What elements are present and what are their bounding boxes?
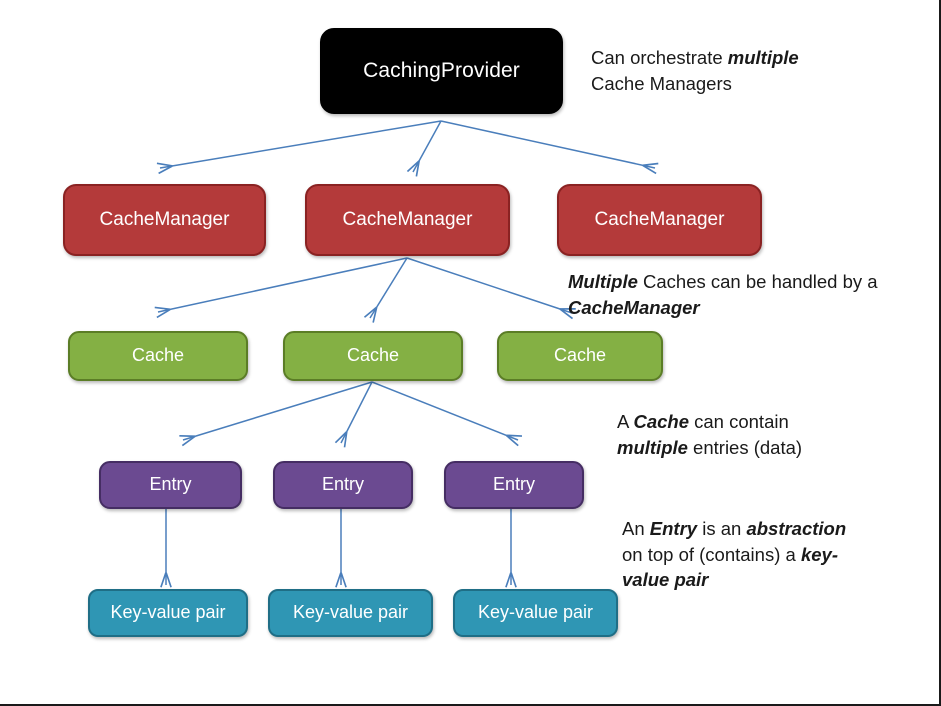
node-cache-2[interactable]: Cache: [283, 331, 463, 381]
node-keyvalue-pair-1-label: Key-value pair: [110, 602, 226, 623]
node-cache-1-label: Cache: [131, 345, 185, 366]
arrow-manager-to-cache-3: [406, 257, 572, 313]
node-caching-provider-label: CachingProvider: [363, 59, 520, 83]
node-cache-manager-3-label: CacheManager: [594, 208, 725, 230]
node-caching-provider[interactable]: CachingProvider: [320, 28, 563, 114]
arrow-manager-to-cache-1: [158, 257, 408, 312]
node-cache-manager-2[interactable]: CacheManager: [305, 184, 510, 256]
arrow-cache-to-entry-3: [371, 381, 518, 440]
node-entry-2-label: Entry: [321, 474, 364, 495]
node-cache-manager-2-label: CacheManager: [342, 208, 473, 230]
node-entry-3-label: Entry: [492, 474, 535, 495]
node-cache-2-label: Cache: [346, 345, 400, 366]
node-entry-3[interactable]: Entry: [444, 461, 584, 509]
node-keyvalue-pair-1[interactable]: Key-value pair: [88, 589, 248, 637]
node-keyvalue-pair-2-label: Key-value pair: [292, 602, 409, 623]
arrow-provider-to-manager-3: [440, 120, 655, 168]
node-keyvalue-pair-2[interactable]: Key-value pair: [268, 589, 433, 637]
node-entry-1-label: Entry: [149, 474, 192, 495]
node-cache-1[interactable]: Cache: [68, 331, 248, 381]
arrow-cache-to-entry-2: [341, 381, 373, 443]
arrow-cache-to-entry-1: [183, 381, 373, 440]
node-entry-1[interactable]: Entry: [99, 461, 242, 509]
node-cache-manager-1[interactable]: CacheManager: [63, 184, 266, 256]
node-cache-3[interactable]: Cache: [497, 331, 663, 381]
arrow-manager-to-cache-2: [370, 257, 408, 318]
node-entry-2[interactable]: Entry: [273, 461, 413, 509]
node-keyvalue-pair-3[interactable]: Key-value pair: [453, 589, 618, 637]
node-cache-3-label: Cache: [553, 345, 607, 366]
node-cache-manager-1-label: CacheManager: [99, 208, 230, 230]
arrow-provider-to-manager-2: [413, 120, 442, 172]
arrow-provider-to-manager-1: [160, 120, 442, 168]
node-cache-manager-3[interactable]: CacheManager: [557, 184, 762, 256]
node-keyvalue-pair-3-label: Key-value pair: [477, 602, 594, 623]
